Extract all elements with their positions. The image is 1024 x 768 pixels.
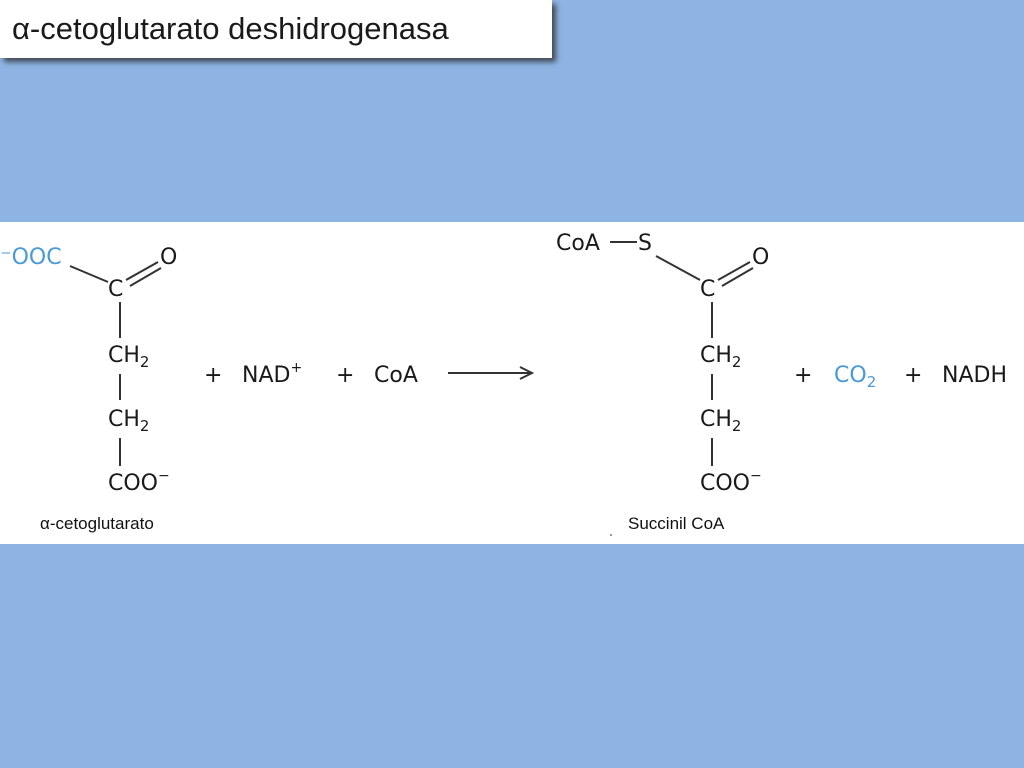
reactant-nad: NAD+ <box>242 360 302 388</box>
substrate-carboxylate-top: ⁻OOC <box>0 245 62 270</box>
product-caption: Succinil CoA <box>628 514 725 533</box>
product-carbonyl-c: C <box>700 277 715 302</box>
substrate-carboxylate-bottom: COO− <box>108 468 170 496</box>
byproduct-plus-2: + <box>904 363 922 388</box>
substrate-double-bond-1 <box>125 261 159 281</box>
substrate-caption: α-cetoglutarato <box>40 514 154 533</box>
reactant-coa: CoA <box>374 363 418 388</box>
substrate-double-bond-2 <box>129 267 162 287</box>
product-double-bond-2 <box>721 267 754 287</box>
byproduct-plus-1: + <box>794 363 812 388</box>
stray-dot <box>610 534 612 536</box>
slide-title: α-cetoglutarato deshidrogenasa <box>12 11 449 46</box>
substrate-ch2-a: CH2 <box>108 343 149 371</box>
product-bond-s-c <box>655 255 701 281</box>
product-carbonyl-o: O <box>752 245 769 270</box>
substrate-ch2-b: CH2 <box>108 407 149 435</box>
substrate-carbonyl-c: C <box>108 277 123 302</box>
slide-title-box: α-cetoglutarato deshidrogenasa <box>0 0 552 58</box>
product-coa: CoA <box>556 231 600 256</box>
product-double-bond-1 <box>717 261 751 281</box>
product-carboxylate-bottom: COO− <box>700 468 762 496</box>
byproduct-nadh: NADH <box>942 363 1007 388</box>
substrate-carbonyl-o: O <box>160 245 177 270</box>
byproduct-co2: CO2 <box>834 363 876 391</box>
reactant-plus-1: + <box>204 363 222 388</box>
product-ch2-a: CH2 <box>700 343 741 371</box>
reaction-band: ⁻OOC C O CH2 CH2 COO− + NAD+ + CoA CoA S… <box>0 222 1024 544</box>
substrate-bond-carboxylate <box>69 265 109 283</box>
product-sulfur: S <box>638 231 652 256</box>
product-ch2-b: CH2 <box>700 407 741 435</box>
reaction-arrow <box>448 366 535 380</box>
reaction-diagram: ⁻OOC C O CH2 CH2 COO− + NAD+ + CoA CoA S… <box>0 231 1007 496</box>
reactant-plus-2: + <box>336 363 354 388</box>
